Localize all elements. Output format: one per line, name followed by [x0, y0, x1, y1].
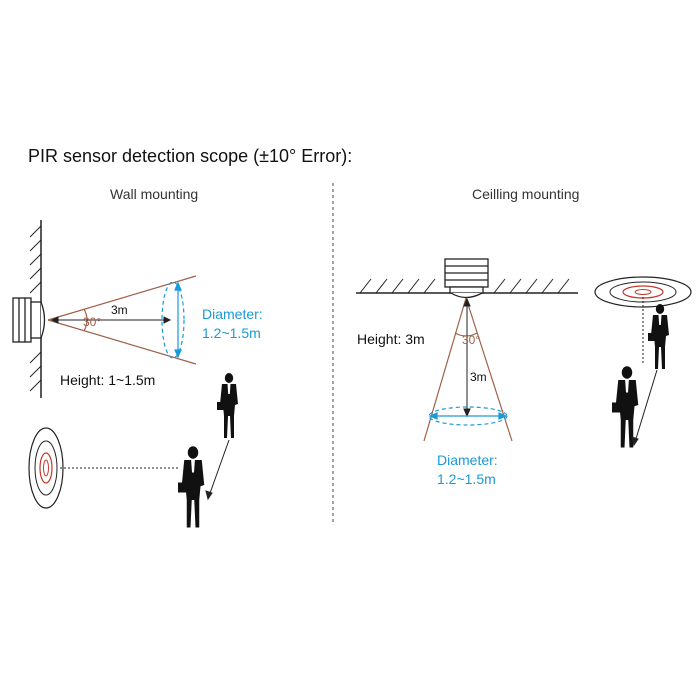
wall-height-label: Height: 1~1.5m	[60, 372, 156, 388]
ceiling-diameter-label: Diameter:	[437, 452, 498, 468]
ceiling-distance-arrow	[463, 297, 471, 418]
wall-diameter-arrow	[174, 281, 182, 359]
ceiling-sensor-icon	[444, 258, 489, 299]
wall-diameter-label: Diameter:	[202, 306, 263, 322]
ceiling-hatch	[359, 278, 570, 294]
person-icon	[648, 304, 669, 369]
wall-distance-label: 3m	[111, 303, 128, 317]
wall-hatch	[29, 225, 42, 392]
wall-mounting-heading: Wall mounting	[110, 186, 199, 202]
person-icon	[612, 366, 639, 448]
ceiling-mounting-heading: Ceilling mounting	[472, 186, 580, 202]
ceiling-mounting-diagram	[356, 258, 692, 448]
wall-mounting-diagram	[12, 220, 238, 528]
wall-diameter-value: 1.2~1.5m	[202, 325, 261, 341]
walking-arrow	[631, 369, 658, 447]
wall-sensor-icon	[12, 297, 46, 343]
wall-distance-arrow	[50, 316, 172, 324]
walking-arrow	[205, 439, 230, 501]
person-icon	[178, 446, 205, 528]
ceiling-diameter-value: 1.2~1.5m	[437, 471, 496, 487]
wall-detection-rings	[28, 427, 64, 509]
ceiling-angle-label: 30°	[462, 333, 481, 347]
wall-diameter-ellipse	[161, 281, 185, 359]
ceiling-height-label: Height: 3m	[357, 331, 425, 347]
ceiling-distance-label: 3m	[470, 370, 487, 384]
diagram-title: PIR sensor detection scope (±10° Error):	[28, 146, 353, 166]
ceiling-diameter-arrow	[428, 412, 508, 420]
person-icon	[217, 373, 238, 438]
wall-angle-label: 30°	[83, 315, 102, 329]
